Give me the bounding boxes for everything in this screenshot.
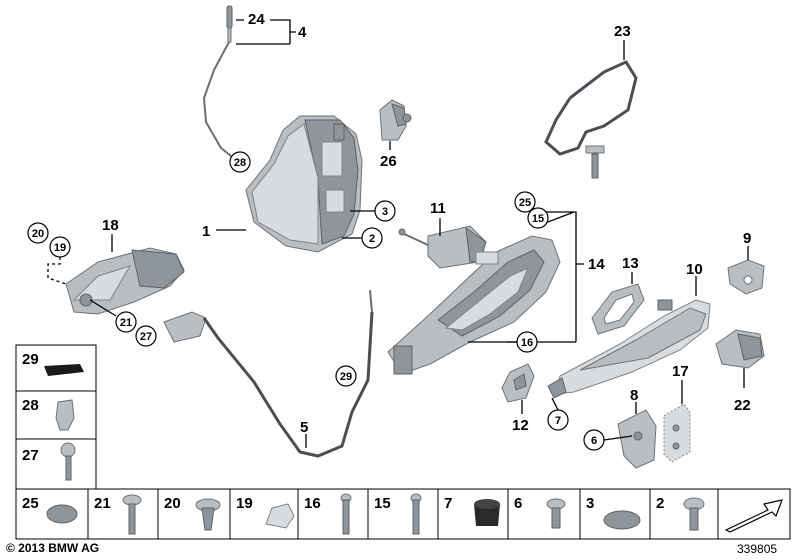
- callout-11: 11: [430, 200, 446, 217]
- svg-text:3: 3: [586, 495, 594, 512]
- callout-4: 4: [298, 24, 307, 41]
- svg-text:19: 19: [236, 495, 253, 512]
- svg-text:21: 21: [94, 495, 111, 512]
- callout-26: 26: [380, 153, 397, 170]
- svg-text:15: 15: [374, 495, 391, 512]
- part-1-door-lock: [245, 115, 363, 253]
- callout-5: 5: [300, 419, 308, 436]
- copyright-text: © 2013 BMW AG: [6, 541, 100, 555]
- callout-12: 12: [512, 417, 529, 434]
- callout-17: 17: [672, 363, 689, 380]
- legend-cell-29: 29: [15, 344, 97, 392]
- part-24-pin: [226, 5, 233, 43]
- callout-14: 14: [588, 256, 605, 273]
- callout-3: 3: [382, 206, 388, 218]
- svg-text:28: 28: [22, 397, 39, 414]
- part-4-rod: [202, 41, 237, 161]
- part-22-cap: [715, 329, 765, 369]
- callout-29-mid: 29: [340, 371, 352, 383]
- callout-13: 13: [622, 255, 639, 272]
- part-8-bracket: [617, 409, 657, 469]
- part-23-cable: [544, 60, 638, 156]
- callout-7-mid: 7: [555, 415, 561, 427]
- callout-27-left: 27: [140, 331, 152, 343]
- callout-6-mid: 6: [591, 435, 597, 447]
- callout-1: 1: [202, 223, 210, 240]
- callout-24: 24: [248, 11, 265, 28]
- callout-20-left: 20: [32, 228, 44, 240]
- callout-15-upper: 15: [532, 213, 544, 225]
- callout-10: 10: [686, 261, 703, 278]
- svg-text:27: 27: [22, 447, 39, 464]
- legend-cell-28: 28: [15, 390, 97, 440]
- part-12-cap: [501, 363, 535, 403]
- diagram-id-text: 339805: [737, 542, 778, 556]
- part-10-outer-handle: [547, 299, 711, 399]
- svg-text:20: 20: [164, 495, 181, 512]
- callout-9: 9: [743, 230, 751, 247]
- part-18-inner-handle: [65, 247, 185, 315]
- svg-text:29: 29: [22, 351, 39, 368]
- callout-23: 23: [614, 23, 631, 40]
- part-14-carrier: [387, 235, 561, 375]
- part-11-lock-cylinder: [398, 225, 487, 269]
- callout-19-left: 19: [54, 242, 66, 254]
- callout-25-upper: 25: [519, 197, 531, 209]
- part-17-bracket: [663, 403, 691, 463]
- svg-text:7: 7: [444, 495, 452, 512]
- svg-text:16: 16: [304, 495, 321, 512]
- svg-text:2: 2: [656, 495, 664, 512]
- callout-16-upper: 16: [521, 337, 533, 349]
- callout-2: 2: [369, 233, 375, 245]
- callout-21-left: 21: [120, 317, 132, 329]
- svg-text:6: 6: [514, 495, 522, 512]
- legend-row-bottom: 25 21 20 19 16 15 7 6 3 2: [15, 488, 791, 540]
- part-26-clip: [379, 99, 412, 141]
- callout-18: 18: [102, 217, 119, 234]
- part-23-end: [585, 145, 605, 179]
- callout-22: 22: [734, 397, 751, 414]
- legend-cell-27: 27: [15, 438, 97, 490]
- callout-8: 8: [630, 387, 638, 404]
- svg-text:25: 25: [22, 495, 39, 512]
- part-13-gasket: [591, 283, 645, 335]
- part-9-cover: [727, 259, 765, 295]
- part-5-cable: [163, 289, 374, 458]
- callout-28-upper: 28: [234, 157, 246, 169]
